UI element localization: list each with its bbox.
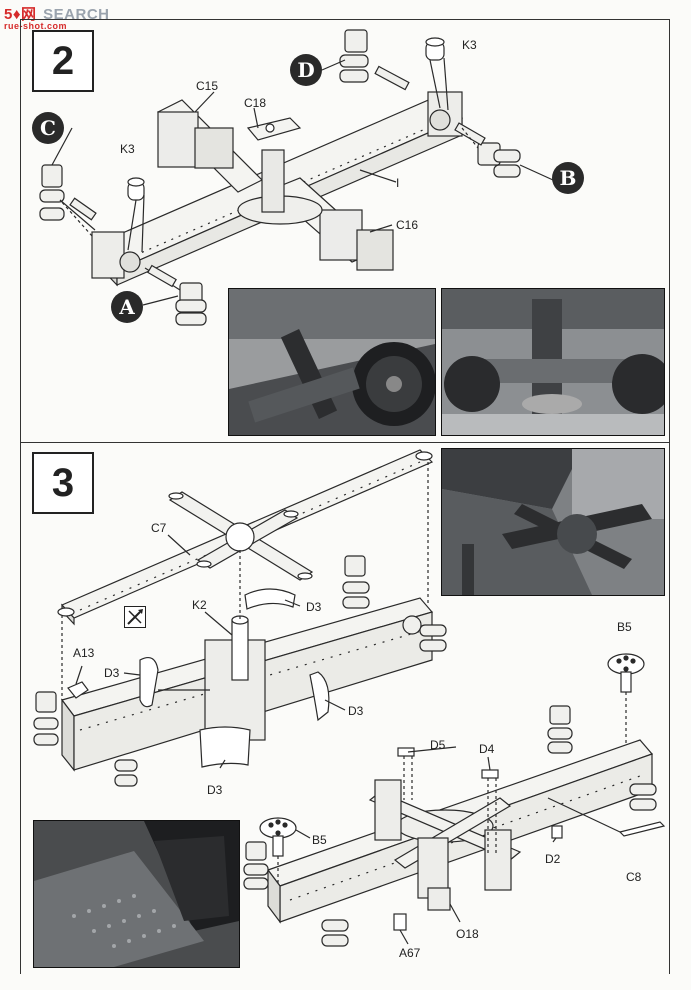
watermark: 5♦网 SEARCH rue-shot.com — [4, 3, 110, 31]
label-c8: C8 — [626, 870, 642, 884]
callout-a: A — [111, 291, 143, 323]
label-d4: D4 — [479, 742, 495, 756]
axle-assembly-d — [339, 29, 410, 91]
axle-assembly-b — [454, 122, 521, 178]
label-c15: C15 — [196, 79, 219, 93]
label-c16: C16 — [396, 218, 419, 232]
knife-icon — [127, 609, 143, 625]
label-k2: K2 — [192, 598, 207, 612]
label-c7: C7 — [151, 521, 167, 535]
label-d3-left: D3 — [104, 666, 120, 680]
label-b5-left: B5 — [312, 833, 327, 847]
callout-c: C — [32, 112, 64, 144]
photo-image — [34, 821, 239, 967]
photo-image — [229, 289, 435, 435]
watermark-text: SEARCH — [43, 6, 110, 23]
wheel-group-left — [33, 691, 138, 787]
reference-photo-chassis-front — [441, 288, 665, 436]
part-o18 — [427, 887, 451, 911]
label-d3-bottom: D3 — [207, 783, 223, 797]
center-post — [261, 149, 285, 213]
frame-left — [20, 19, 21, 974]
bracket-c16 — [319, 209, 363, 261]
axle-assembly-c — [39, 164, 97, 231]
part-c8 — [618, 821, 666, 837]
axle-assembly-a — [144, 264, 207, 326]
label-a13: A13 — [73, 646, 95, 660]
reference-photo-underside — [441, 448, 665, 596]
wheel-group-lower-right — [547, 705, 657, 811]
part-a13 — [67, 681, 89, 699]
callout-b: B — [552, 162, 584, 194]
label-b5-right: B5 — [617, 620, 632, 634]
label-d2: D2 — [545, 852, 561, 866]
photo-image — [442, 449, 664, 595]
frame-top — [20, 19, 670, 20]
step-number-3: 3 — [32, 452, 94, 514]
label-d5: D5 — [430, 738, 446, 752]
part-k2 — [231, 619, 249, 681]
wheel-group-lower-left — [243, 841, 349, 947]
label-d3-right: D3 — [348, 704, 364, 718]
reference-photo-rivets — [33, 820, 240, 968]
beam-end-left — [91, 231, 125, 279]
reference-photo-axle-closeup — [228, 288, 436, 436]
part-d5 — [397, 747, 415, 757]
label-k3-left: K3 — [120, 142, 135, 156]
part-d3-left — [139, 657, 159, 708]
label-k3-right: K3 — [462, 38, 477, 52]
hub-right — [429, 109, 451, 131]
frame-right — [669, 19, 670, 974]
part-d4 — [481, 769, 499, 779]
photo-image — [442, 289, 664, 435]
hub-left — [119, 251, 141, 273]
cut-tool-icon — [124, 606, 146, 628]
part-d2 — [551, 825, 563, 839]
label-i: I — [396, 176, 400, 190]
part-d3-top — [244, 588, 296, 610]
watermark-site: rue-shot.com — [4, 21, 68, 31]
label-d3-top: D3 — [306, 600, 322, 614]
callout-d: D — [290, 54, 322, 86]
wheel-group-right — [342, 555, 447, 652]
label-o18: O18 — [456, 927, 479, 941]
label-c18: C18 — [244, 96, 267, 110]
part-d3-right — [309, 671, 330, 722]
section-divider — [20, 442, 670, 443]
part-a67 — [393, 913, 407, 931]
label-a67: A67 — [399, 946, 421, 960]
watermark-cn: 5♦网 — [4, 6, 37, 23]
step-number-2: 2 — [32, 30, 94, 92]
part-d3-bottom — [199, 726, 251, 768]
